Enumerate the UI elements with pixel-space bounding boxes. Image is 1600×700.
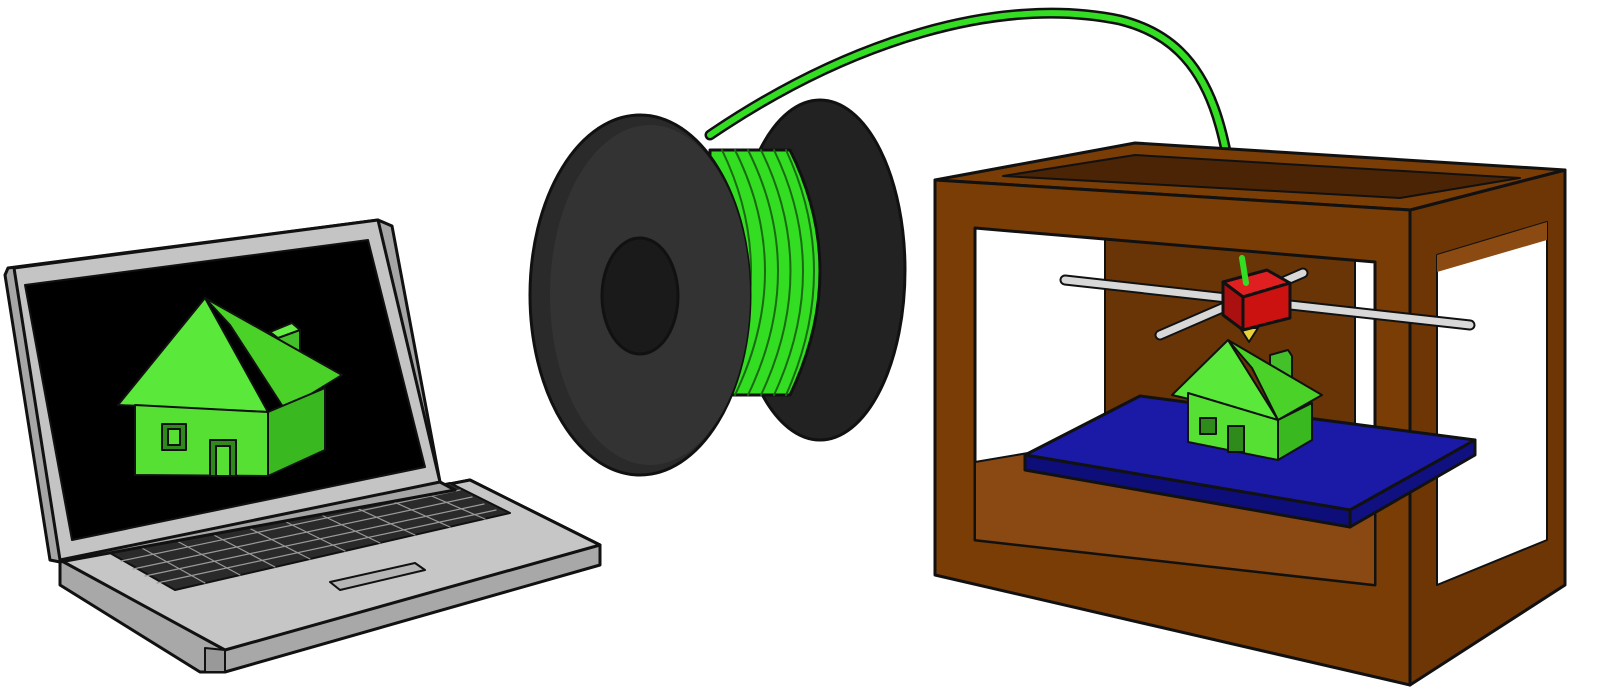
filament-spool-icon: [528, 98, 907, 477]
house-icon: [117, 297, 343, 477]
laptop-icon: [3, 218, 602, 674]
print-head: [1221, 268, 1292, 332]
laptop-keyboard: [109, 482, 511, 591]
3d-printer-icon: [933, 141, 1567, 687]
laptop-touchpad: [329, 562, 426, 591]
printed-house: [1171, 339, 1323, 461]
printer-side-panel: [1408, 168, 1567, 687]
